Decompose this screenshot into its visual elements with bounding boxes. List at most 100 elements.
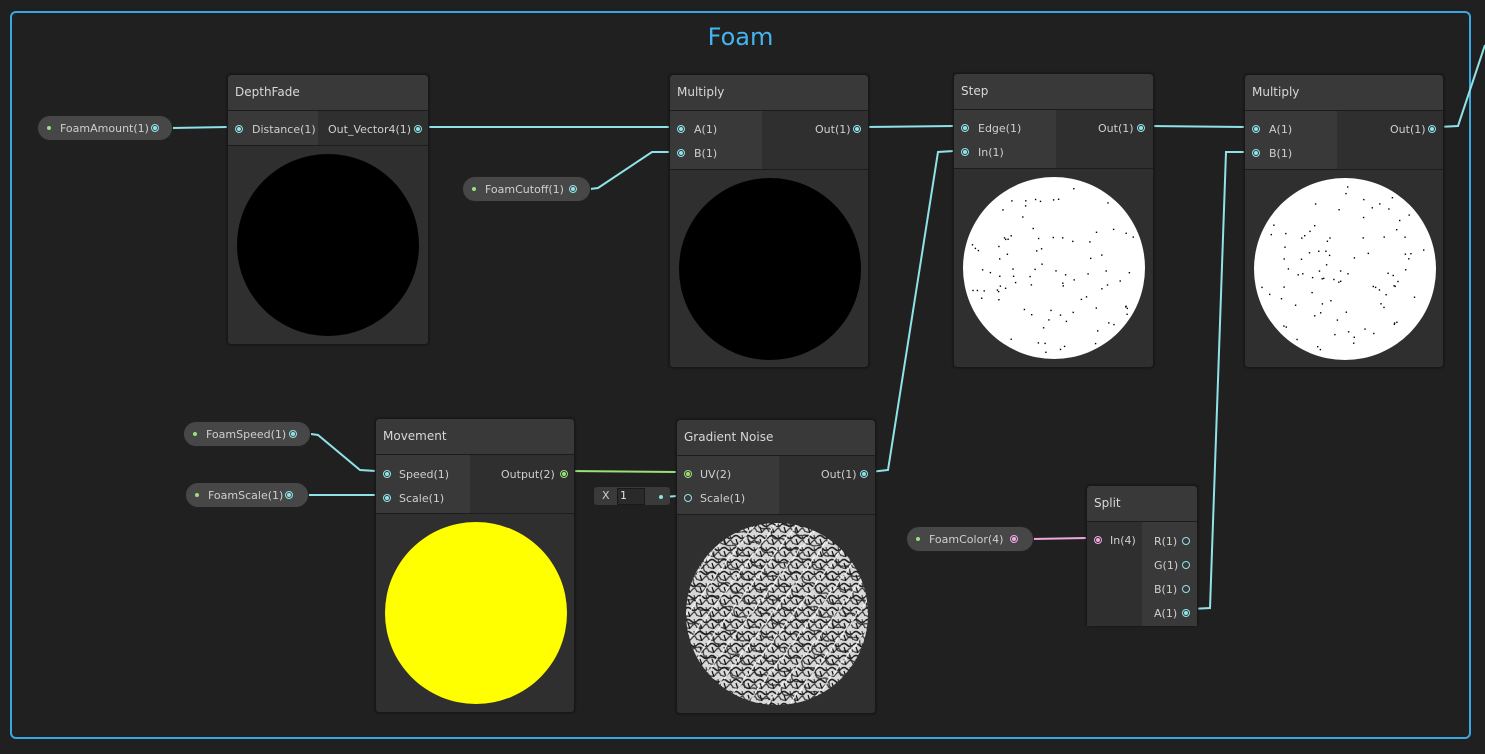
port-label: B(1) bbox=[694, 147, 718, 160]
node-ports: Edge(1) In(1) Out(1) bbox=[954, 110, 1153, 169]
output-port[interactable] bbox=[853, 125, 861, 133]
group-title[interactable]: Foam bbox=[707, 23, 774, 51]
multiply-node-2[interactable]: Multiply A(1) B(1) Out(1) bbox=[1244, 74, 1444, 368]
input-column bbox=[228, 111, 319, 145]
output-port[interactable] bbox=[1182, 609, 1190, 617]
output-port[interactable] bbox=[289, 430, 297, 438]
input-port[interactable] bbox=[677, 149, 685, 157]
foam-color-property[interactable]: FoamColor(4) bbox=[906, 526, 1034, 552]
property-indicator bbox=[916, 537, 920, 541]
output-port[interactable] bbox=[1010, 535, 1018, 543]
input-port[interactable] bbox=[684, 470, 692, 478]
node-preview bbox=[686, 523, 868, 705]
port-label: R(1) bbox=[1154, 535, 1178, 548]
property-label: FoamSpeed(1) bbox=[206, 428, 287, 441]
port-label: In(4) bbox=[1110, 534, 1136, 547]
output-column bbox=[1337, 111, 1443, 169]
property-label: FoamAmount(1) bbox=[60, 122, 149, 135]
output-port[interactable] bbox=[414, 125, 422, 133]
node-preview bbox=[385, 522, 567, 704]
output-port[interactable] bbox=[1428, 125, 1436, 133]
output-column bbox=[470, 455, 574, 513]
output-port[interactable] bbox=[1182, 585, 1190, 593]
scale-input-field[interactable]: X 1 bbox=[594, 487, 670, 505]
port-label: Out(1) bbox=[815, 123, 851, 136]
input-column bbox=[670, 111, 763, 169]
gradient-noise-node[interactable]: Gradient Noise UV(2) Scale(1) Out(1) bbox=[676, 419, 876, 714]
node-ports: Distance(1) Out_Vector4(1) bbox=[228, 111, 428, 146]
input-port[interactable] bbox=[1252, 125, 1260, 133]
property-indicator bbox=[472, 187, 476, 191]
port-label: Out(1) bbox=[821, 468, 857, 481]
input-column bbox=[1245, 111, 1338, 169]
input-column bbox=[376, 455, 471, 513]
port-label: In(1) bbox=[978, 146, 1004, 159]
node-title[interactable]: Split bbox=[1087, 486, 1197, 522]
node-title[interactable]: Multiply bbox=[670, 75, 868, 111]
output-port[interactable] bbox=[1182, 537, 1190, 545]
port-label: Edge(1) bbox=[978, 122, 1022, 135]
foam-speed-property[interactable]: FoamSpeed(1) bbox=[183, 421, 311, 447]
foam-scale-property[interactable]: FoamScale(1) bbox=[185, 482, 309, 508]
port-label: Output(2) bbox=[501, 468, 555, 481]
field-connector-dot bbox=[659, 495, 663, 499]
property-label: FoamColor(4) bbox=[929, 533, 1004, 546]
output-port[interactable] bbox=[860, 470, 868, 478]
node-title[interactable]: Step bbox=[954, 74, 1153, 110]
output-column bbox=[1056, 110, 1153, 168]
property-indicator bbox=[193, 432, 197, 436]
node-title[interactable]: Movement bbox=[376, 419, 574, 455]
step-node[interactable]: Step Edge(1) In(1) Out(1) bbox=[953, 73, 1154, 368]
foam-cutoff-property[interactable]: FoamCutoff(1) bbox=[462, 176, 591, 202]
multiply-node-1[interactable]: Multiply A(1) B(1) Out(1) bbox=[669, 74, 869, 368]
depthfade-node[interactable]: DepthFade Distance(1) Out_Vector4(1) bbox=[227, 74, 429, 345]
port-label: Distance(1) bbox=[252, 123, 316, 136]
input-port[interactable] bbox=[383, 494, 391, 502]
node-preview bbox=[963, 177, 1145, 359]
input-port[interactable] bbox=[961, 148, 969, 156]
port-label: G(1) bbox=[1154, 559, 1179, 572]
port-label: B(1) bbox=[1154, 583, 1178, 596]
input-port[interactable] bbox=[961, 124, 969, 132]
port-label: A(1) bbox=[694, 123, 718, 136]
foam-amount-property[interactable]: FoamAmount(1) bbox=[37, 115, 173, 141]
node-title[interactable]: DepthFade bbox=[228, 75, 428, 111]
input-port[interactable] bbox=[684, 494, 692, 502]
scale-value-input[interactable]: 1 bbox=[617, 488, 645, 505]
foam-group[interactable]: Foam bbox=[10, 11, 1471, 739]
output-column bbox=[318, 111, 428, 145]
input-column bbox=[954, 110, 1057, 168]
property-indicator bbox=[195, 493, 199, 497]
port-label: A(1) bbox=[1269, 123, 1293, 136]
output-port[interactable] bbox=[569, 185, 577, 193]
port-label: Scale(1) bbox=[399, 492, 445, 505]
input-column bbox=[677, 456, 780, 514]
output-port[interactable] bbox=[1137, 124, 1145, 132]
port-label: Speed(1) bbox=[399, 468, 450, 481]
port-label: B(1) bbox=[1269, 147, 1293, 160]
node-ports: In(4) R(1) G(1) B(1) A(1) bbox=[1087, 522, 1197, 626]
node-ports: UV(2) Scale(1) Out(1) bbox=[677, 456, 875, 515]
node-title[interactable]: Multiply bbox=[1245, 75, 1443, 111]
output-port[interactable] bbox=[151, 124, 159, 132]
property-label: FoamCutoff(1) bbox=[485, 183, 564, 196]
movement-node[interactable]: Movement Speed(1) Scale(1) Output(2) bbox=[375, 418, 575, 713]
input-port[interactable] bbox=[1094, 536, 1102, 544]
input-port[interactable] bbox=[235, 125, 243, 133]
output-column bbox=[779, 456, 875, 514]
input-port[interactable] bbox=[677, 125, 685, 133]
output-port[interactable] bbox=[285, 491, 293, 499]
node-ports: A(1) B(1) Out(1) bbox=[670, 111, 868, 170]
output-port[interactable] bbox=[1182, 561, 1190, 569]
port-label: Out_Vector4(1) bbox=[328, 123, 412, 136]
input-port[interactable] bbox=[1252, 149, 1260, 157]
output-port[interactable] bbox=[560, 470, 568, 478]
node-ports: Speed(1) Scale(1) Output(2) bbox=[376, 455, 574, 514]
input-port[interactable] bbox=[383, 470, 391, 478]
node-preview bbox=[679, 178, 861, 360]
node-title[interactable]: Gradient Noise bbox=[677, 420, 875, 456]
port-label: Out(1) bbox=[1390, 123, 1426, 136]
node-preview bbox=[237, 154, 419, 336]
split-node[interactable]: Split In(4) R(1) G(1) B(1) A(1) bbox=[1086, 485, 1198, 626]
output-column bbox=[762, 111, 868, 169]
